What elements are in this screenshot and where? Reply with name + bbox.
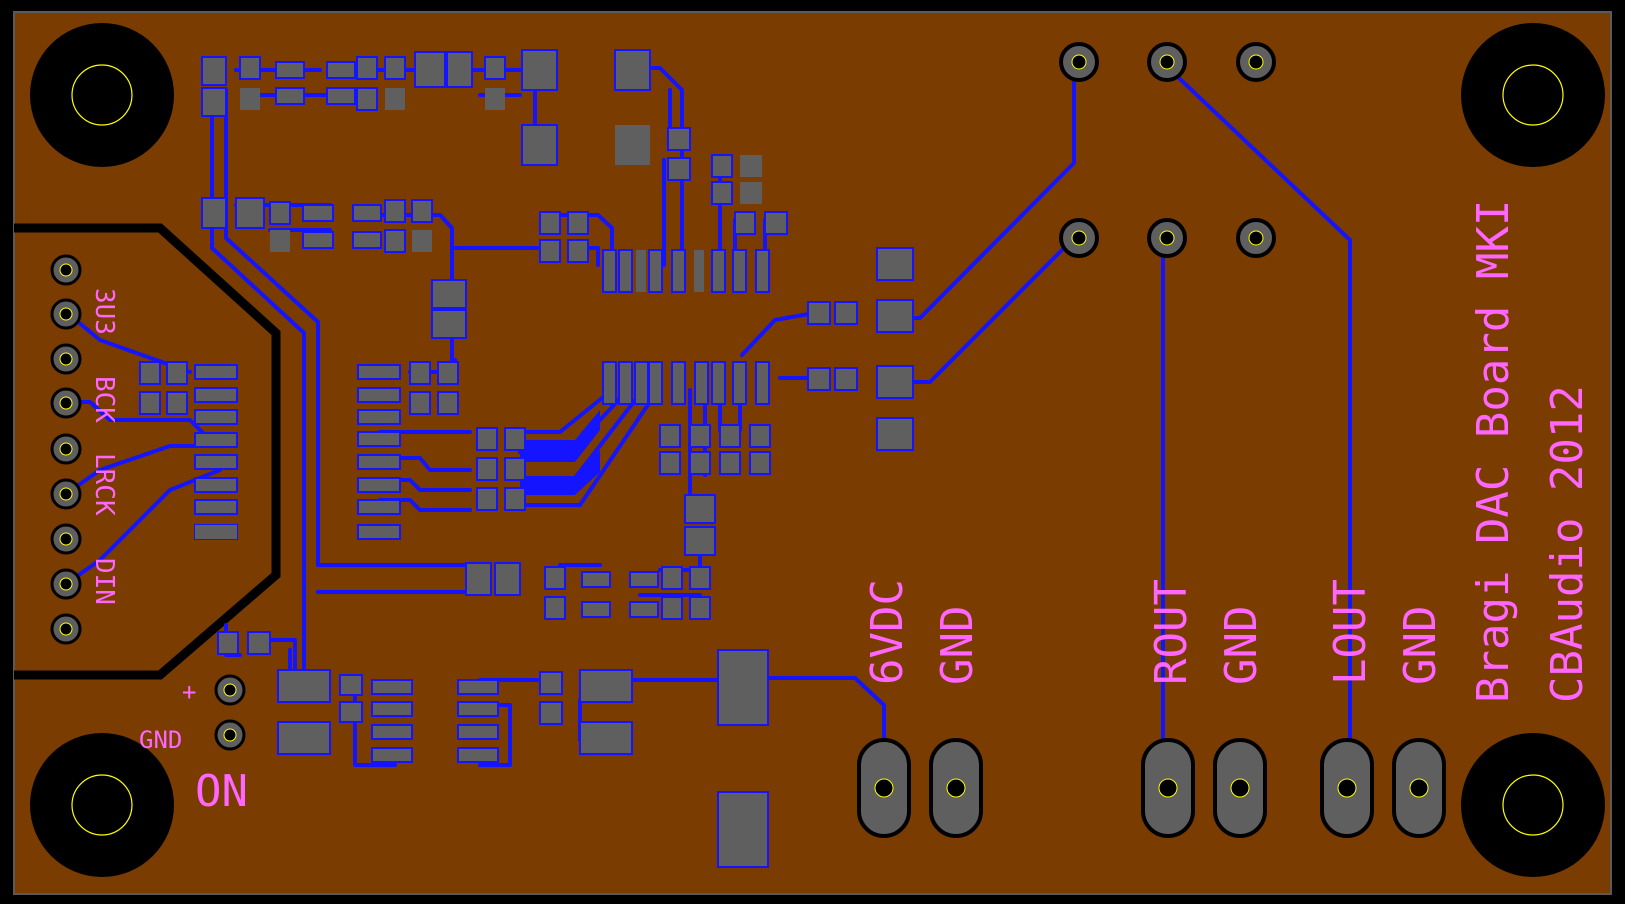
copper-fill xyxy=(520,410,600,495)
jack-hole-1 xyxy=(1059,42,1099,82)
terminal-rout xyxy=(1141,738,1195,838)
smd-pads xyxy=(139,49,914,868)
header-label-din: DIN xyxy=(89,558,119,605)
power-pin-plus xyxy=(214,674,246,706)
terminal-gnd-3 xyxy=(1392,738,1446,838)
header-pin-9 xyxy=(50,613,82,645)
terminal-gnd-2 xyxy=(1213,738,1267,838)
screw-terminals xyxy=(857,738,1446,838)
terminal-label-gnd-2: GND xyxy=(1216,606,1267,685)
mounting-hole-top-right xyxy=(1461,23,1605,167)
power-pins xyxy=(214,674,246,751)
power-label-on: ON xyxy=(195,766,248,817)
jack-hole-4 xyxy=(1059,218,1099,258)
header-pin-7 xyxy=(50,523,82,555)
power-label-plus: + xyxy=(182,678,196,706)
terminal-lout xyxy=(1320,738,1374,838)
board-credit: CBAudio 2012 xyxy=(1542,385,1593,703)
jack-hole-6 xyxy=(1236,218,1276,258)
terminal-label-lout: LOUT xyxy=(1325,579,1376,685)
header-pin-4 xyxy=(50,387,82,419)
jack-hole-5 xyxy=(1147,218,1187,258)
header-label-bck: BCK xyxy=(89,376,119,423)
terminal-gnd-1 xyxy=(929,738,983,838)
header-label-3v3: 3U3 xyxy=(89,288,119,335)
terminal-label-6vdc: 6VDC xyxy=(862,579,913,685)
power-pin-gnd xyxy=(214,719,246,751)
mounting-holes xyxy=(30,23,1605,877)
header-label-lrck: LRCK xyxy=(89,453,119,516)
silkscreen: 3U3 BCK LRCK DIN + GND ON 6VDC GND ROUT … xyxy=(89,200,1593,817)
terminal-label-rout: ROUT xyxy=(1146,579,1197,685)
header-keepout-outline xyxy=(14,223,281,680)
power-label-gnd: GND xyxy=(139,726,182,754)
header-pin-2 xyxy=(50,298,82,330)
terminal-label-gnd-1: GND xyxy=(932,606,983,685)
mounting-hole-bottom-left xyxy=(30,733,174,877)
header-pins xyxy=(50,254,82,645)
bare-pads xyxy=(195,88,762,539)
header-pin-3 xyxy=(50,343,82,375)
header-pin-8 xyxy=(50,568,82,600)
board-title: Bragi DAC Board MKI xyxy=(1468,200,1519,703)
jack-hole-3 xyxy=(1236,42,1276,82)
header-pin-5 xyxy=(50,433,82,465)
jack-hole-2 xyxy=(1147,42,1187,82)
terminal-label-gnd-3: GND xyxy=(1395,606,1446,685)
terminal-6vdc xyxy=(857,738,911,838)
mounting-hole-top-left xyxy=(30,23,174,167)
mounting-hole-bottom-right xyxy=(1461,733,1605,877)
audio-jack-holes xyxy=(1059,42,1276,258)
header-pin-6 xyxy=(50,478,82,510)
header-pin-1 xyxy=(50,254,82,286)
